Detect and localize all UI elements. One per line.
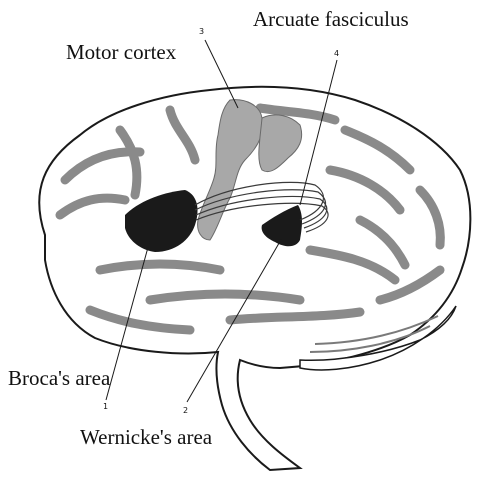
marker-1: 1	[103, 403, 108, 411]
marker-3: 3	[199, 28, 204, 36]
arcuate-fasciculus-label: Arcuate fasciculus	[253, 9, 409, 30]
wernickes-area-label: Wernicke's area	[80, 427, 212, 448]
motor-cortex-label: Motor cortex	[66, 42, 176, 63]
marker-2: 2	[183, 407, 188, 415]
brocas-area-label: Broca's area	[8, 368, 110, 389]
marker-4: 4	[334, 50, 339, 58]
